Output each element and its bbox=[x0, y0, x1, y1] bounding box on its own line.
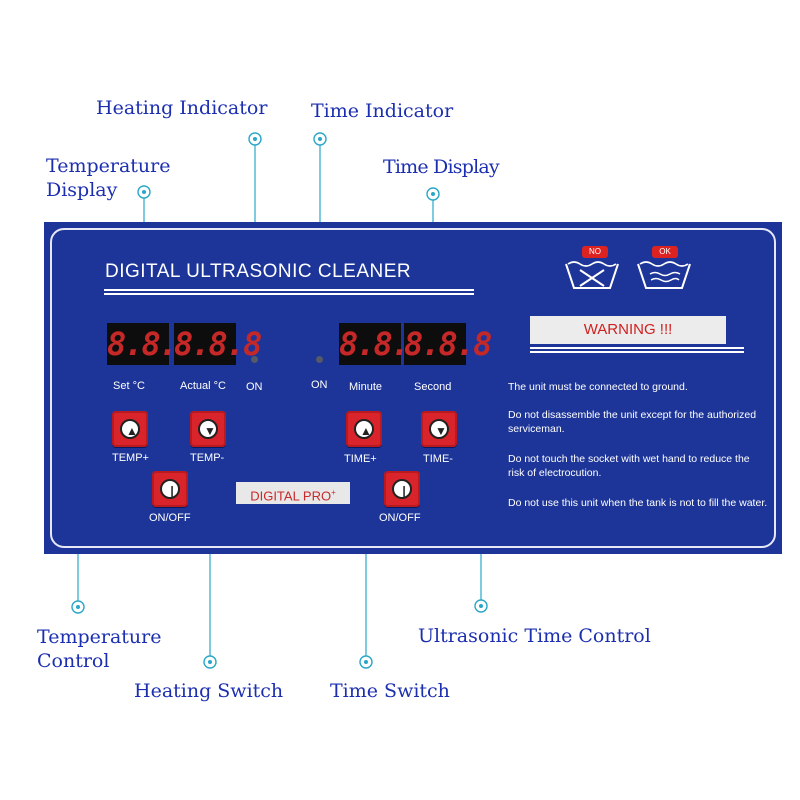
heating-on-label: ON bbox=[246, 381, 263, 393]
time-up-label: TIME+ bbox=[344, 453, 377, 465]
time-down-button[interactable]: ▼ bbox=[421, 411, 457, 447]
temperature-control-marker bbox=[71, 600, 85, 614]
callout-time-switch: Time Switch bbox=[330, 680, 450, 702]
callout-time-display: Time Display bbox=[383, 156, 500, 178]
callout-heating-indicator: Heating Indicator bbox=[96, 97, 268, 119]
warning-note-4: Do not use this unit when the tank is no… bbox=[508, 497, 768, 509]
temp-down-circle: ▼ bbox=[198, 419, 218, 439]
set-temperature-display: 8.8.8 bbox=[107, 323, 195, 365]
warning-note-2: Do not disassemble the unit except for t… bbox=[508, 409, 757, 435]
time-down-circle: ▼ bbox=[429, 419, 449, 439]
callout-time-indicator: Time Indicator bbox=[311, 100, 454, 122]
heating-switch-circle: | bbox=[160, 479, 180, 499]
time-up-circle: ▲ bbox=[354, 419, 374, 439]
warning-note-3: Do not touch the socket with wet hand to… bbox=[508, 453, 750, 479]
second-label: Second bbox=[414, 381, 452, 393]
arrow-up-icon: ▲ bbox=[360, 424, 372, 438]
time-indicator-led bbox=[316, 356, 323, 363]
callout-temperature-display-line1: Temperature bbox=[46, 155, 171, 177]
time-switch-marker bbox=[359, 655, 373, 669]
time-down-label: TIME- bbox=[423, 453, 453, 465]
callout-temperature-control-line1: Temperature bbox=[37, 626, 162, 648]
heating-switch-label: ON/OFF bbox=[149, 512, 191, 524]
callout-temperature-display: Temperature Display bbox=[46, 154, 170, 202]
temp-up-circle: ▲ bbox=[120, 419, 140, 439]
minute-label: Minute bbox=[349, 381, 383, 393]
heating-switch-button[interactable]: | bbox=[152, 471, 188, 507]
brand-text: DIGITAL PRO bbox=[250, 488, 332, 504]
actual-temperature-display: 8.8.8 bbox=[174, 323, 262, 365]
time-switch-button[interactable]: | bbox=[384, 471, 420, 507]
time-switch-label: ON/OFF bbox=[379, 512, 421, 524]
actual-temp-label: Actual °C bbox=[180, 380, 226, 392]
callout-heating-switch: Heating Switch bbox=[134, 680, 284, 702]
warning-note-1: The unit must be connected to ground. bbox=[508, 381, 688, 393]
arrow-up-icon: ▲ bbox=[126, 424, 138, 438]
time-switch-circle: | bbox=[392, 479, 412, 499]
set-temp-label: Set °C bbox=[113, 380, 145, 392]
title-underline-1 bbox=[104, 289, 474, 291]
warning-banner: WARNING !!! bbox=[530, 316, 726, 344]
time-display-marker bbox=[426, 187, 440, 201]
title-underline-2 bbox=[104, 293, 474, 295]
ok-wash-icon: OK bbox=[634, 246, 696, 292]
power-icon: | bbox=[402, 484, 406, 498]
ultrasonic-time-control-marker bbox=[474, 599, 488, 613]
second-display: 8.8.8 bbox=[404, 323, 492, 365]
callout-temperature-control: Temperature Control bbox=[37, 625, 161, 673]
temp-down-label: TEMP- bbox=[190, 452, 225, 464]
heating-switch-marker bbox=[203, 655, 217, 669]
time-up-button[interactable]: ▲ bbox=[346, 411, 382, 447]
no-wash-icon: NO bbox=[562, 246, 624, 292]
temp-up-button[interactable]: ▲ bbox=[112, 411, 148, 447]
brand-logo: DIGITAL PRO+ bbox=[236, 482, 350, 504]
no-wash-label: NO bbox=[582, 246, 608, 258]
callout-temperature-control-line2: Control bbox=[37, 650, 110, 672]
warning-underline-1 bbox=[530, 347, 744, 349]
time-indicator-marker bbox=[313, 132, 327, 146]
callout-ultrasonic-time-control: Ultrasonic Time Control bbox=[418, 625, 651, 647]
arrow-down-icon: ▼ bbox=[435, 424, 447, 438]
minute-display: 8.8.8 bbox=[339, 323, 427, 365]
brand-superscript: + bbox=[331, 488, 336, 497]
arrow-down-icon: ▼ bbox=[204, 424, 216, 438]
warning-underline-2 bbox=[530, 351, 744, 353]
heating-indicator-marker bbox=[248, 132, 262, 146]
temp-up-label: TEMP+ bbox=[112, 452, 149, 464]
temp-down-button[interactable]: ▼ bbox=[190, 411, 226, 447]
power-icon: | bbox=[170, 484, 174, 498]
ok-wash-label: OK bbox=[652, 246, 678, 258]
callout-temperature-display-line2: Display bbox=[46, 179, 118, 201]
heating-indicator-led bbox=[251, 356, 258, 363]
panel-border bbox=[50, 228, 776, 548]
time-on-label: ON bbox=[311, 379, 328, 391]
panel-title: DIGITAL ULTRASONIC CLEANER bbox=[105, 261, 412, 282]
